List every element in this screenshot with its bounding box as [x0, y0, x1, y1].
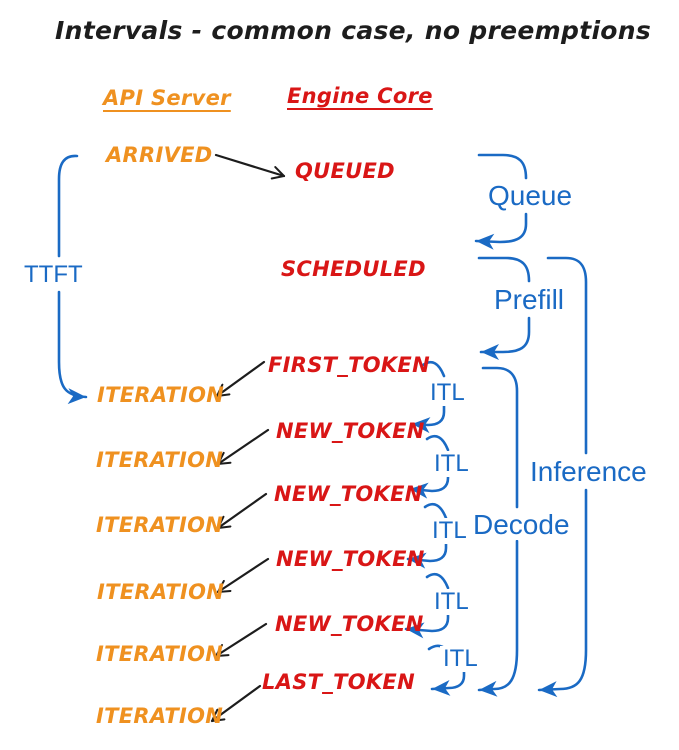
event-arrived: ARRIVED [106, 143, 213, 167]
interval-label-itl: ITL [427, 380, 468, 406]
itl-connector [410, 435, 450, 491]
event-queued: QUEUED [295, 159, 395, 183]
interval-label-itl: ITL [429, 518, 470, 544]
event-iteration: ITERATION [96, 642, 224, 666]
event-iteration: ITERATION [97, 580, 225, 604]
event-iteration: ITERATION [96, 704, 224, 728]
event-iteration: ITERATION [96, 448, 224, 472]
itl-connector [408, 503, 448, 561]
diagram-title: Intervals - common case, no preemptions [55, 16, 652, 45]
arrived-to-queued-arrow [214, 153, 284, 176]
column-header-engine-core: Engine Core [287, 84, 433, 108]
itl-connector [412, 361, 446, 425]
event-new-token: NEW_TOKEN [276, 419, 425, 443]
event-scheduled: SCHEDULED [281, 257, 426, 281]
interval-label-prefill: Prefill [491, 285, 568, 315]
handoff-arrow [212, 684, 262, 721]
event-last-token: LAST_TOKEN [262, 670, 415, 694]
interval-label-inference: Inference [527, 457, 650, 487]
column-header-api-server: API Server [103, 86, 231, 110]
event-iteration: ITERATION [96, 513, 224, 537]
event-iteration: ITERATION [97, 383, 225, 407]
ttft-bracket [57, 154, 88, 405]
interval-label-ttft: TTFT [21, 262, 86, 288]
interval-label-itl: ITL [431, 589, 472, 615]
interval-label-decode: Decode [470, 510, 573, 540]
prefill-bracket [477, 256, 531, 360]
inference-bracket [537, 256, 588, 698]
handoff-arrow [218, 492, 268, 528]
event-new-token: NEW_TOKEN [276, 547, 425, 571]
event-first-token: FIRST_TOKEN [268, 353, 430, 377]
queue-bracket [474, 153, 528, 250]
interval-label-itl: ITL [440, 646, 481, 672]
handoff-arrow [217, 360, 266, 396]
handoff-arrow [218, 428, 270, 464]
decode-bracket [477, 366, 519, 697]
event-new-token: NEW_TOKEN [275, 612, 424, 636]
interval-label-queue: Queue [485, 181, 576, 211]
itl-connectors [406, 361, 466, 689]
itl-connector [406, 573, 450, 631]
event-new-token: NEW_TOKEN [274, 482, 423, 506]
interval-label-itl: ITL [431, 451, 472, 477]
handoff-arrow [218, 557, 270, 592]
handoff-arrow [216, 622, 268, 656]
